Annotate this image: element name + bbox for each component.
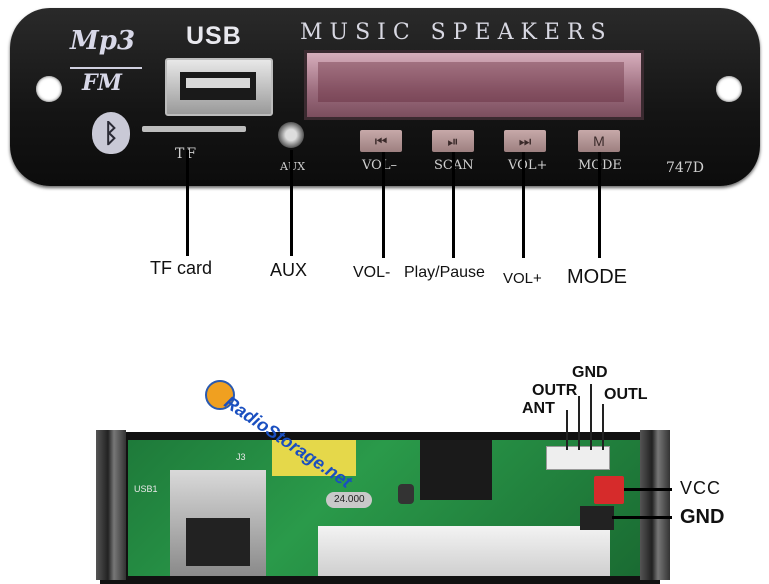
ground-connector: [580, 506, 614, 530]
decoder-chip: [420, 440, 492, 500]
crystal-oscillator: [326, 492, 372, 508]
label-outr: OUTR: [532, 382, 578, 399]
ribbon-cable: [318, 526, 610, 576]
vol-up-button[interactable]: ⏭: [504, 130, 546, 152]
standoff-right: [640, 430, 670, 580]
vol-down-label: VOL–: [362, 158, 397, 173]
vcc-leader: [624, 488, 672, 491]
tf-card-slot[interactable]: [142, 126, 246, 132]
front-panel: Mp3 FM ᛒ USB TF AUX MUSIC SPEAKERS ⏮ VOL…: [0, 0, 769, 188]
gnd-leader: [612, 516, 672, 519]
brand-fm: FM: [82, 70, 122, 96]
led-display: [304, 50, 644, 120]
label-gnd-top: GND: [572, 364, 608, 381]
callout-vol-minus: VOL-: [353, 264, 391, 281]
silk-usb1: USB1: [134, 484, 158, 494]
brand-mp3: Mp3: [70, 26, 136, 56]
pin-outr: [578, 396, 580, 450]
bluetooth-icon: ᛒ: [92, 112, 130, 154]
vol-up-leader: [522, 152, 525, 258]
callout-vol-plus: VOL+: [503, 270, 542, 287]
mounting-hole-right: [716, 76, 742, 102]
label-vcc: VCC: [680, 478, 722, 498]
aux-jack[interactable]: [278, 122, 304, 148]
callout-mode: MODE: [567, 266, 627, 288]
power-connector: [594, 476, 624, 504]
label-gnd-side: GND: [680, 506, 725, 528]
tf-label: TF: [175, 146, 198, 162]
pin-gnd: [590, 384, 592, 450]
callout-play-pause: Play/Pause: [404, 264, 485, 281]
label-ant: ANT: [522, 400, 555, 417]
crystal-marking: 24.000: [334, 494, 365, 505]
bluetooth-module: [272, 440, 356, 476]
model-number: 747D: [666, 160, 704, 176]
mode-button[interactable]: M: [578, 130, 620, 152]
capacitor: [398, 484, 414, 504]
usb-port-tongue: [186, 78, 250, 88]
silk-j3: J3: [236, 452, 246, 462]
play-pause-leader: [452, 152, 455, 258]
mode-leader: [598, 152, 601, 258]
callout-tf-card: TF card: [150, 258, 213, 278]
panel-title: MUSIC SPEAKERS: [300, 20, 613, 45]
vol-down-button[interactable]: ⏮: [360, 130, 402, 152]
tf-card-leader: [186, 150, 189, 256]
mounting-hole-left: [36, 76, 62, 102]
pin-ant: [566, 410, 568, 450]
label-outl: OUTL: [604, 386, 648, 403]
usb-label: USB: [186, 22, 242, 50]
standoff-left: [96, 430, 126, 580]
pin-outl: [602, 404, 604, 450]
aux-leader: [290, 150, 293, 256]
radiostorage-logo-icon: [205, 380, 235, 410]
vol-up-label: VOL+: [508, 158, 548, 173]
callout-aux: AUX: [270, 260, 308, 280]
brand-divider: [70, 67, 142, 69]
scan-button[interactable]: ⏯: [432, 130, 474, 152]
usb-connector-inner: [186, 518, 250, 566]
vol-down-leader: [382, 152, 385, 258]
led-display-window: [318, 62, 624, 102]
